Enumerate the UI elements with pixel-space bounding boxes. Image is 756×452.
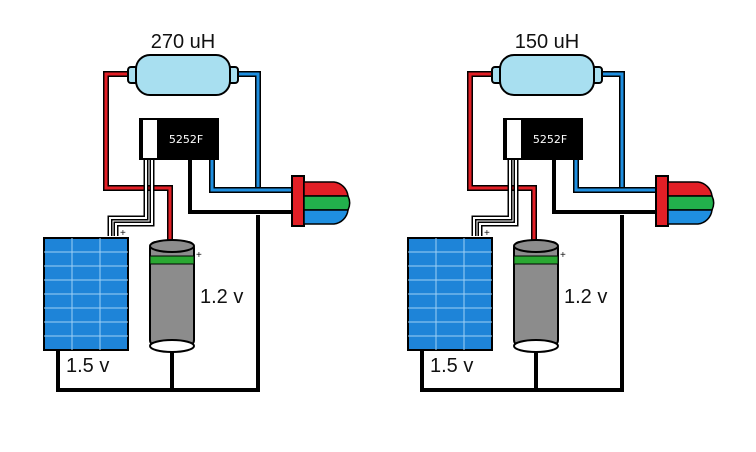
blue-wire (599, 71, 660, 193)
white-wire-b-inner (479, 160, 517, 236)
solar-voltage-label: 1.5 v (66, 355, 109, 377)
rgb-led (655, 175, 715, 227)
solar-panel (43, 237, 129, 351)
red-wire-inner (104, 72, 172, 240)
solar-panel (407, 237, 493, 351)
battery-voltage-label: 1.2 v (200, 286, 243, 308)
circuit-1: 270 uH 5252F + 1.5 v (43, 31, 351, 392)
battery-voltage-label: 1.2 v (564, 286, 607, 308)
chip-gnd-wire (188, 160, 296, 214)
solar-polarity: + (484, 228, 490, 239)
battery (149, 239, 195, 353)
rgb-led (291, 175, 351, 227)
chip-led-blue-wire-inner (574, 160, 624, 192)
chip-led-blue-wire-inner (210, 160, 260, 192)
inductor (127, 54, 239, 96)
chip-led-blue-wire (209, 160, 260, 193)
inductor-label: 150 uH (515, 31, 580, 53)
chip-led-blue-wire (573, 160, 624, 193)
ground-wire (56, 215, 260, 392)
inductor (491, 54, 603, 96)
chip-label: 5252F (169, 133, 203, 146)
chip-gnd-wire (552, 160, 660, 214)
ground-wire (420, 215, 624, 392)
blue-wire-inner (599, 72, 660, 192)
chip-label: 5252F (533, 133, 567, 146)
white-wire-a-inner (109, 160, 147, 236)
white-wire-b-inner (115, 160, 153, 236)
chip (139, 118, 219, 160)
circuit-2: 150 uH 5252F + 1.5 v (407, 31, 715, 392)
white-wire-a-inner (473, 160, 511, 236)
inductor-label: 270 uH (151, 31, 216, 53)
solar-polarity: + (120, 228, 126, 239)
battery (513, 239, 559, 353)
blue-wire (235, 71, 296, 193)
solar-voltage-label: 1.5 v (430, 355, 473, 377)
chip (503, 118, 583, 160)
red-wire-inner (468, 72, 536, 240)
battery-polarity: + (196, 250, 202, 261)
battery-polarity: + (560, 250, 566, 261)
blue-wire-inner (235, 72, 296, 192)
